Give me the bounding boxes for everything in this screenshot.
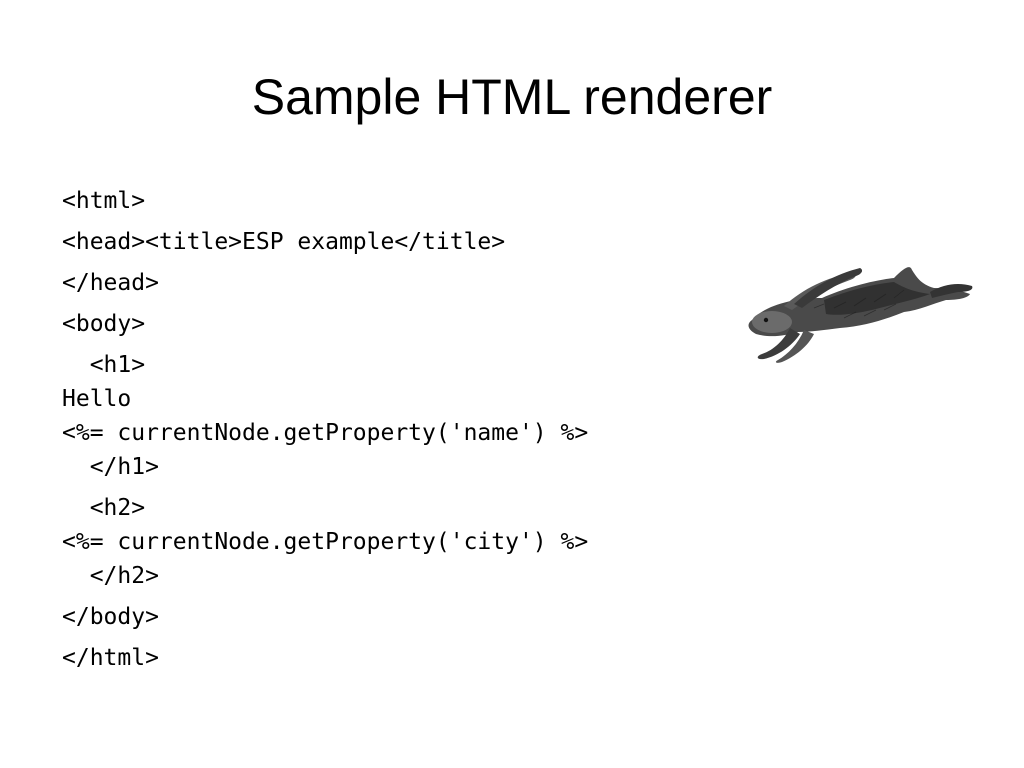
- rabbit-icon: [748, 267, 973, 363]
- code-listing: <html> <head><title>ESP example</title> …: [62, 184, 742, 682]
- code-line-head: <head><title>ESP example</title>: [62, 229, 506, 255]
- code-line-html-close: </html>: [62, 645, 159, 671]
- code-line-body-open: <body>: [62, 311, 146, 337]
- code-line-head-close: </head>: [62, 270, 159, 296]
- code-line-body-close: </body>: [62, 604, 159, 630]
- slide-title: Sample HTML renderer: [251, 69, 773, 125]
- code-block-h2: <h2> <%= currentNode.getProperty('city')…: [62, 495, 589, 589]
- code-block-h1: <h1> Hello <%= currentNode.getProperty('…: [62, 352, 589, 480]
- code-line-html-open: <html>: [62, 188, 146, 214]
